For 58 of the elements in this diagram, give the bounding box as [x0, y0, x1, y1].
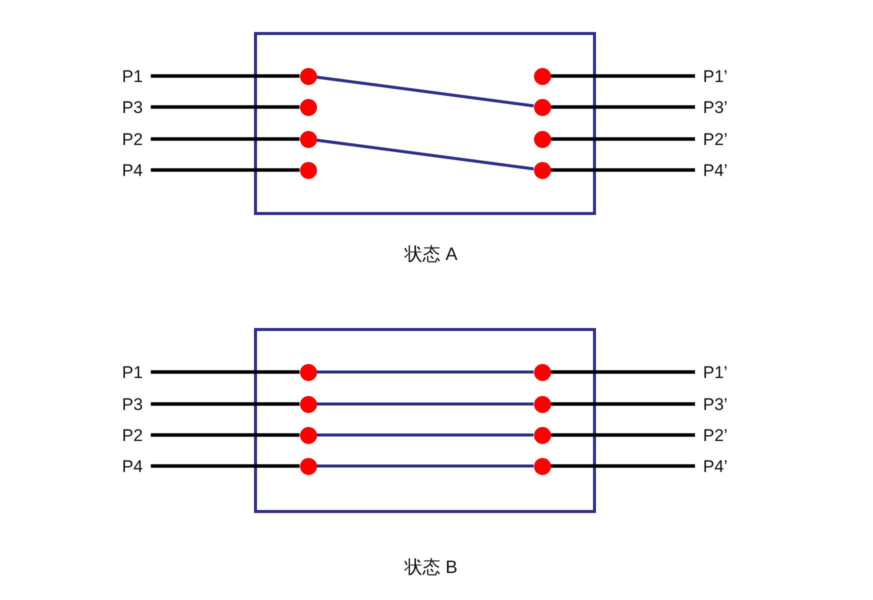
- contact-dot: [534, 98, 550, 116]
- state-caption: 状态 B: [404, 557, 458, 579]
- lead-wire: [550, 464, 695, 468]
- port-label: P3: [122, 396, 143, 412]
- lead-wire: [550, 168, 695, 172]
- port-label: P2’: [703, 426, 728, 444]
- contact-dot: [300, 162, 316, 178]
- lead-wire: [150, 137, 300, 141]
- port-label: P1: [122, 364, 143, 380]
- contact-dot: [300, 396, 316, 412]
- switch-box: [254, 32, 596, 215]
- contact-dot: [300, 68, 316, 84]
- lead-wire: [550, 402, 695, 406]
- lead-wire: [550, 74, 695, 78]
- port-label: P4: [122, 162, 143, 178]
- switch-connection: [316, 434, 534, 436]
- contact-dot: [534, 162, 550, 178]
- lead-wire: [150, 74, 300, 78]
- contact-dot: [534, 396, 550, 412]
- contact-dot: [534, 364, 550, 380]
- port-label: P4’: [703, 458, 728, 474]
- port-label: P3’: [703, 396, 728, 412]
- lead-wire: [150, 168, 300, 172]
- contact-dot: [534, 68, 550, 84]
- switch-connection: [316, 76, 534, 108]
- contact-dot: [534, 130, 550, 148]
- contact-dot: [534, 458, 550, 474]
- switch-connection: [316, 464, 534, 468]
- lead-wire: [550, 105, 695, 109]
- lead-wire: [550, 433, 695, 437]
- port-label: P1’: [703, 68, 728, 84]
- lead-wire: [550, 370, 695, 374]
- port-label: P2: [122, 426, 143, 444]
- contact-dot: [300, 98, 316, 116]
- lead-wire: [150, 105, 300, 109]
- port-label: P2’: [703, 130, 728, 148]
- port-label: P4’: [703, 162, 728, 178]
- contact-dot: [300, 130, 316, 148]
- state-caption: 状态 A: [404, 244, 458, 266]
- port-label: P1: [122, 68, 143, 84]
- port-label: P4: [122, 458, 143, 474]
- switch-connection: [316, 370, 534, 374]
- contact-dot: [300, 426, 316, 444]
- contact-dot: [300, 364, 316, 380]
- lead-wire: [150, 433, 300, 437]
- lead-wire: [550, 137, 695, 141]
- lead-wire: [150, 370, 300, 374]
- port-label: P1’: [703, 364, 728, 380]
- switch-connection: [316, 138, 534, 170]
- lead-wire: [150, 402, 300, 406]
- lead-wire: [150, 464, 300, 468]
- switch-connection: [316, 402, 534, 406]
- contact-dot: [300, 458, 316, 474]
- contact-dot: [534, 426, 550, 444]
- switch-box: [254, 328, 596, 513]
- port-label: P3: [122, 98, 143, 116]
- port-label: P3’: [703, 98, 728, 116]
- port-label: P2: [122, 130, 143, 148]
